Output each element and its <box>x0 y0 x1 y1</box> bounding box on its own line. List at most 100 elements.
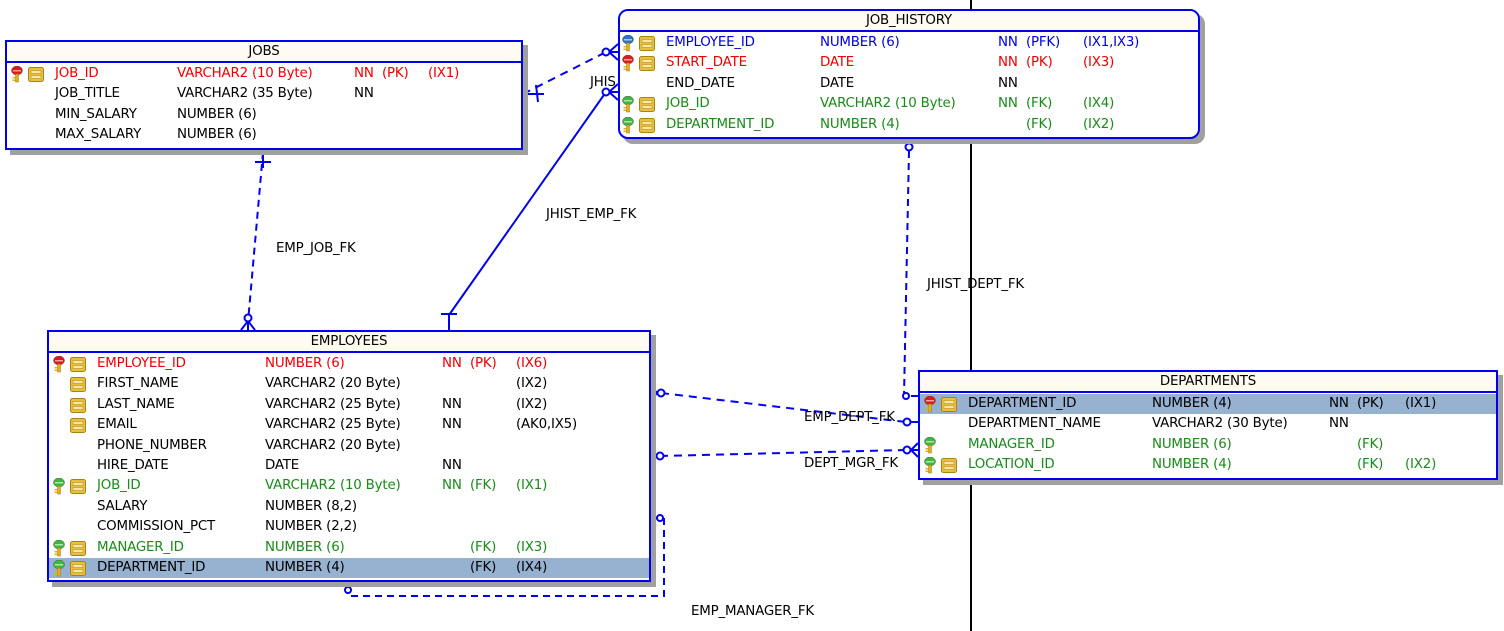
column-not-null: NN <box>998 75 1018 91</box>
emp-job-fk-crowfoot <box>240 320 256 331</box>
indexed-column-icon <box>941 397 957 412</box>
column-key-flag: (PK) <box>382 66 409 81</box>
indexed-column-icon <box>70 560 86 576</box>
column-name: FIRST_NAME <box>97 376 179 392</box>
column-name: SALARY <box>97 498 148 514</box>
column-index: (IX2) <box>516 396 548 412</box>
column-type: VARCHAR2 (10 Byte) <box>265 478 401 494</box>
jhist-emp-fk-line <box>448 91 607 316</box>
column-index: (IX1) <box>428 66 460 81</box>
column-name: DEPARTMENT_NAME <box>968 416 1101 432</box>
emp-job-fk-optional-circle <box>243 313 253 323</box>
column-type: VARCHAR2 (30 Byte) <box>1152 416 1288 432</box>
column-not-null: NN <box>442 457 462 473</box>
column-row[interactable]: FIRST_NAME VARCHAR2 (20 Byte) (IX2) <box>49 374 649 394</box>
jhist-job-fk-label[interactable]: JHIS <box>590 75 616 90</box>
dept-mgr-fk-crowfoot <box>910 442 919 458</box>
column-name: MANAGER_ID <box>97 539 184 555</box>
foreign-key-icon <box>622 116 634 134</box>
column-key-flag: (FK) <box>470 478 497 494</box>
dept-mgr-fk-label[interactable]: DEPT_MGR_FK <box>804 456 898 471</box>
emp-manager-fk-optional-circle-top <box>656 514 664 522</box>
indexed-column-icon <box>70 418 86 434</box>
jhist-dept-fk-label[interactable]: JHIST_DEPT_FK <box>927 277 1024 292</box>
column-type: NUMBER (4) <box>820 116 900 132</box>
indexed-column-icon <box>70 377 86 393</box>
column-name: EMPLOYEE_ID <box>666 35 755 50</box>
column-type: NUMBER (6) <box>177 106 257 122</box>
foreign-key-icon <box>924 436 936 454</box>
column-index: (IX3) <box>1083 55 1115 71</box>
column-type: VARCHAR2 (20 Byte) <box>265 376 401 392</box>
indexed-column-icon <box>70 540 86 556</box>
column-not-null: NN <box>998 55 1018 71</box>
jhist-job-fk-crowfoot <box>608 43 619 61</box>
foreign-key-icon <box>53 539 65 557</box>
column-type: VARCHAR2 (10 Byte) <box>177 66 313 81</box>
column-name: DEPARTMENT_ID <box>968 396 1077 411</box>
column-index: (IX2) <box>1083 116 1115 132</box>
entity-title: JOBS <box>7 42 521 63</box>
column-key-flag: (PK) <box>1357 396 1384 411</box>
column-type: VARCHAR2 (25 Byte) <box>265 417 401 433</box>
column-type: DATE <box>265 457 300 473</box>
jhist-emp-fk-label[interactable]: JHIST_EMP_FK <box>546 207 637 222</box>
column-index: (IX1,IX3) <box>1083 35 1140 50</box>
column-key-flag: (FK) <box>1026 96 1053 112</box>
column-type: VARCHAR2 (35 Byte) <box>177 86 313 102</box>
emp-manager-fk-label[interactable]: EMP_MANAGER_FK <box>691 604 814 619</box>
emp-dept-fk-label[interactable]: EMP_DEPT_FK <box>804 410 895 425</box>
column-not-null: NN <box>354 86 374 102</box>
column-index: (IX4) <box>516 559 548 575</box>
column-type: NUMBER (6) <box>1152 436 1232 452</box>
column-type: NUMBER (4) <box>1152 396 1232 411</box>
column-type: NUMBER (6) <box>820 35 900 50</box>
column-key-flag: (FK) <box>1357 436 1384 452</box>
column-key-flag: (FK) <box>470 559 497 575</box>
column-not-null: NN <box>442 417 462 433</box>
column-not-null: NN <box>442 478 462 494</box>
indexed-column-icon <box>941 458 957 474</box>
emp-dept-fk-optional-circle <box>656 388 666 398</box>
primary-key-icon <box>924 395 936 413</box>
emp-job-fk-label[interactable]: EMP_JOB_FK <box>276 241 356 256</box>
jhist-dept-fk-optional-circle <box>904 142 914 152</box>
column-index: (IX2) <box>516 376 548 392</box>
indexed-column-icon <box>70 479 86 495</box>
column-key-flag: (FK) <box>1026 116 1053 132</box>
column-key-flag: (PK) <box>1026 55 1053 71</box>
indexed-column-icon <box>639 36 655 51</box>
column-type: VARCHAR2 (25 Byte) <box>265 396 401 412</box>
